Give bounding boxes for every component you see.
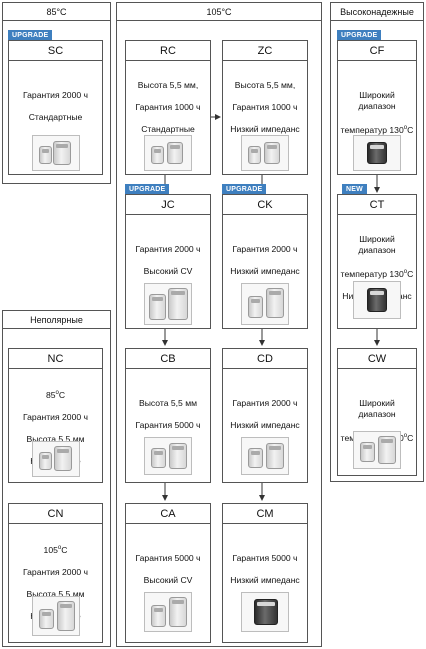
card-cb-image bbox=[144, 437, 192, 475]
card-cf-name: CF bbox=[338, 41, 416, 61]
card-ck: CK Гарантия 2000 ч Низкий импеданс bbox=[222, 194, 308, 329]
card-cn-line1: Гарантия 2000 ч bbox=[22, 566, 88, 577]
card-cd: CD Гарантия 2000 ч Низкий импеданс bbox=[222, 348, 308, 483]
card-cn-line0: 105oC bbox=[43, 544, 68, 555]
card-ca-line2: Высокий CV bbox=[143, 575, 193, 585]
card-rc-desc: Высота 5,5 мм, Гарантия 1000 ч Стандартн… bbox=[128, 69, 208, 146]
card-zc-line1: Высота 5,5 мм, bbox=[234, 80, 296, 90]
card-cn-name: CN bbox=[9, 504, 102, 524]
card-sc-name: SC bbox=[9, 41, 102, 61]
card-ca-line1: Гарантия 5000 ч bbox=[135, 553, 201, 563]
badge-upgrade-cf: UPGRADE bbox=[337, 30, 382, 41]
card-cf: CF Широкий диапазон температур 130oC bbox=[337, 40, 417, 175]
card-nc-line1: Гарантия 2000 ч bbox=[22, 411, 88, 422]
card-cn-line2: Высота 5,5 мм bbox=[26, 588, 85, 599]
card-jc: JC Гарантия 2000 ч Высокий CV bbox=[125, 194, 211, 329]
card-nc-line2: Высота 5,5 мм bbox=[26, 433, 85, 444]
card-sc-image bbox=[31, 135, 80, 171]
card-jc-image bbox=[144, 283, 192, 325]
card-ck-desc: Гарантия 2000 ч Низкий импеданс bbox=[225, 233, 305, 288]
card-ct-line2: температур 130oC bbox=[340, 268, 414, 279]
card-cb-name: CB bbox=[126, 349, 210, 369]
card-nc: NC 85oC Гарантия 2000 ч Высота 5,5 мм Не… bbox=[8, 348, 103, 483]
group-nonpolar-title: Неполярные bbox=[3, 311, 110, 329]
card-rc-name: RC bbox=[126, 41, 210, 61]
card-cf-image bbox=[353, 135, 401, 171]
group-105c-title: 105°C bbox=[117, 3, 321, 21]
badge-upgrade-jc: UPGRADE bbox=[125, 184, 170, 195]
card-cn: CN 105oC Гарантия 2000 ч Высота 5,5 мм Н… bbox=[8, 503, 103, 643]
group-high-reliability-title: Высоконадежные bbox=[331, 3, 423, 21]
card-ck-line2: Низкий импеданс bbox=[230, 266, 300, 276]
card-cb-line2: Гарантия 5000 ч bbox=[135, 420, 201, 430]
card-cd-line1: Гарантия 2000 ч bbox=[232, 398, 298, 408]
card-ct: CT Широкий диапазон температур 130oC Низ… bbox=[337, 194, 417, 329]
badge-upgrade-ck: UPGRADE bbox=[222, 184, 267, 195]
card-zc-line3: Низкий импеданс bbox=[230, 124, 300, 134]
card-sc-line1: Гарантия 2000 ч bbox=[22, 90, 88, 100]
card-cm-desc: Гарантия 5000 ч Низкий импеданс bbox=[225, 542, 305, 597]
card-zc: ZC Высота 5,5 мм, Гарантия 1000 ч Низкий… bbox=[222, 40, 308, 175]
card-cm-line2: Низкий импеданс bbox=[230, 575, 300, 585]
card-zc-desc: Высота 5,5 мм, Гарантия 1000 ч Низкий им… bbox=[225, 69, 305, 146]
card-cd-image bbox=[241, 437, 289, 475]
card-zc-image bbox=[241, 135, 289, 171]
card-ca-name: CA bbox=[126, 504, 210, 524]
card-cb-line1: Высота 5,5 мм bbox=[138, 398, 198, 408]
card-jc-name: JC bbox=[126, 195, 210, 215]
card-sc: SC Гарантия 2000 ч Стандартные bbox=[8, 40, 103, 175]
card-jc-line2: Высокий CV bbox=[143, 266, 193, 276]
badge-new-ct: NEW bbox=[342, 184, 367, 195]
card-cm-line1: Гарантия 5000 ч bbox=[232, 553, 298, 563]
card-cw-image bbox=[353, 431, 401, 469]
card-cb-desc: Высота 5,5 мм Гарантия 5000 ч bbox=[128, 387, 208, 442]
card-ca: CA Гарантия 5000 ч Высокий CV bbox=[125, 503, 211, 643]
card-nc-image bbox=[31, 441, 80, 477]
card-cd-desc: Гарантия 2000 ч Низкий импеданс bbox=[225, 387, 305, 442]
group-85c-title: 85°C bbox=[3, 3, 110, 21]
card-zc-name: ZC bbox=[223, 41, 307, 61]
card-cf-line1: Широкий диапазон bbox=[358, 90, 396, 111]
card-cd-line2: Низкий импеданс bbox=[230, 420, 300, 430]
card-ca-image bbox=[144, 592, 192, 632]
card-rc-line2: Гарантия 1000 ч bbox=[135, 102, 201, 112]
card-ct-image bbox=[353, 281, 401, 319]
card-nc-name: NC bbox=[9, 349, 102, 369]
card-ct-line1: Широкий диапазон bbox=[358, 234, 396, 255]
card-cm: CM Гарантия 5000 ч Низкий импеданс bbox=[222, 503, 308, 643]
card-ck-name: CK bbox=[223, 195, 307, 215]
card-zc-line2: Гарантия 1000 ч bbox=[232, 102, 298, 112]
card-rc-image bbox=[144, 135, 192, 171]
card-ck-line1: Гарантия 2000 ч bbox=[232, 244, 298, 254]
card-sc-line2: Стандартные bbox=[28, 112, 83, 122]
card-jc-line1: Гарантия 2000 ч bbox=[135, 244, 201, 254]
card-cn-image bbox=[31, 596, 80, 636]
card-rc-line1: Высота 5,5 мм, bbox=[137, 80, 199, 90]
card-cw-name: CW bbox=[338, 349, 416, 369]
card-cm-image bbox=[241, 592, 289, 632]
card-ct-name: CT bbox=[338, 195, 416, 215]
card-cb: CB Высота 5,5 мм Гарантия 5000 ч bbox=[125, 348, 211, 483]
card-jc-desc: Гарантия 2000 ч Высокий CV bbox=[128, 233, 208, 288]
card-cw-line1: Широкий диапазон bbox=[358, 398, 396, 419]
card-cf-line2: температур 130oC bbox=[340, 124, 414, 135]
card-sc-desc: Гарантия 2000 ч Стандартные bbox=[11, 79, 100, 134]
card-cd-name: CD bbox=[223, 349, 307, 369]
card-cw: CW Широкий диапазон температур 150oC bbox=[337, 348, 417, 476]
card-ck-image bbox=[241, 283, 289, 325]
card-cf-desc: Широкий диапазон температур 130oC bbox=[340, 79, 414, 147]
card-rc: RC Высота 5,5 мм, Гарантия 1000 ч Станда… bbox=[125, 40, 211, 175]
badge-upgrade-sc: UPGRADE bbox=[8, 30, 53, 41]
card-rc-line3: Стандартные bbox=[141, 124, 195, 134]
card-ca-desc: Гарантия 5000 ч Высокий CV bbox=[128, 542, 208, 597]
card-cm-name: CM bbox=[223, 504, 307, 524]
card-nc-line0: 85oC bbox=[45, 389, 66, 400]
